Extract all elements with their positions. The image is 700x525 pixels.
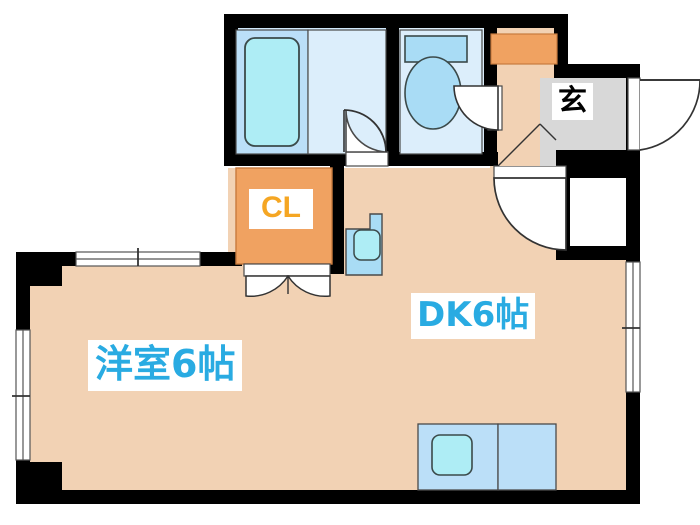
- wall-left-wet: [224, 14, 238, 166]
- wall-cl-right-bottom: [330, 252, 344, 274]
- kitchen-counter: [417, 423, 557, 491]
- counter-right: [497, 423, 557, 491]
- room-label-dining-kitchen: DK6帖: [411, 293, 536, 339]
- dk-hall-door: [493, 165, 567, 251]
- wall-south-living-step: [16, 462, 62, 504]
- wall-cl-dk-divider: [330, 166, 344, 264]
- living-dk-floor: [30, 168, 640, 490]
- bathtub: [244, 37, 300, 147]
- toilet-bowl: [404, 56, 462, 130]
- wall-genkan-bottom: [540, 150, 640, 164]
- window-west: [12, 329, 31, 461]
- window-north: [75, 248, 201, 267]
- room-label-entrance: 玄: [552, 83, 594, 120]
- washing-machine-pan: [345, 213, 383, 276]
- room-label-western-room: 洋室6帖: [88, 340, 243, 391]
- wall-dk-notch-bottom: [556, 246, 640, 260]
- wall-bath-toilet: [386, 20, 399, 166]
- shoe-cabinet: [490, 33, 558, 65]
- closet-double-door: [243, 263, 331, 298]
- wall-south-outer: [16, 490, 640, 504]
- bathroom-fixtures: [235, 29, 387, 155]
- wall-north-living-step: [16, 252, 62, 286]
- room-label-closet: CL: [249, 189, 313, 229]
- kitchen-sink: [431, 434, 473, 476]
- genkan-step: [497, 123, 557, 167]
- entrance-door: [627, 77, 700, 151]
- toilet-door: [453, 85, 503, 131]
- wall-genkan-top: [556, 64, 640, 78]
- wall-dk-right-upper: [556, 164, 640, 178]
- toilet-fixtures: [399, 29, 483, 155]
- window-east: [622, 261, 641, 393]
- bathroom-door: [343, 109, 389, 167]
- wall-toilet-bottom: [386, 152, 498, 166]
